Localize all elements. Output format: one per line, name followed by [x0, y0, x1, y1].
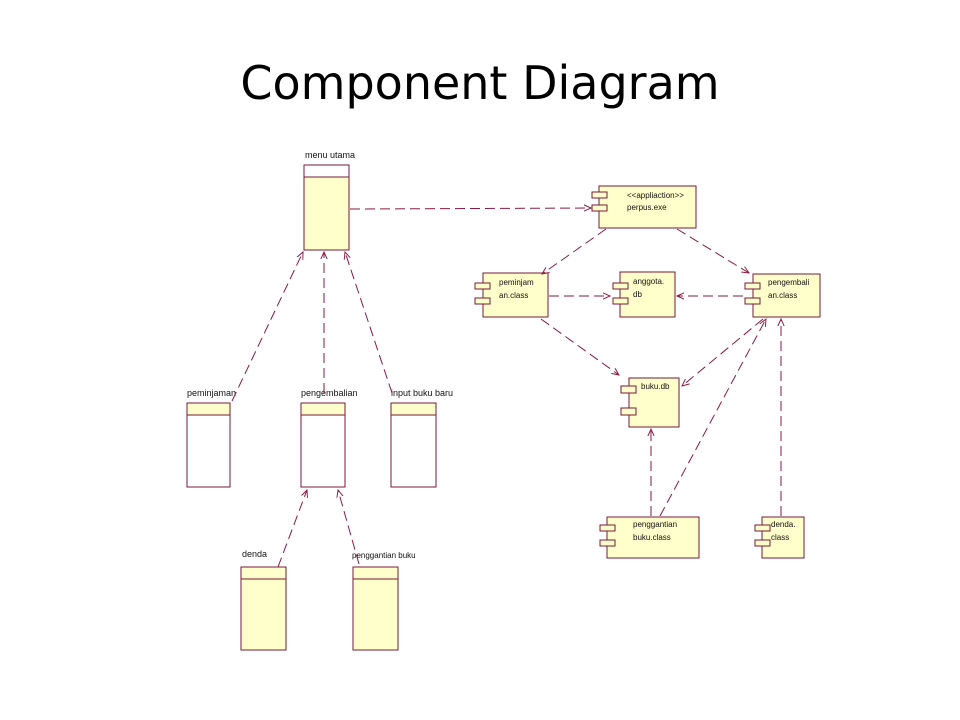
dep-peminjaman-buku — [540, 318, 619, 375]
anggota-db-component: anggota. db — [612, 271, 676, 318]
peminjaman-node: peminjaman — [186, 388, 236, 488]
dep-pengembalian-buku — [682, 318, 764, 386]
buku-db-component: buku.db — [620, 377, 680, 428]
dep-denda-pengembalian — [277, 490, 307, 568]
anggota-db-label-1: anggota. — [633, 277, 664, 286]
pengembalian-class-component: pengembali an.class — [744, 273, 821, 318]
denda-label: denda — [242, 549, 267, 559]
input-buku-baru-label: input buku baru — [391, 388, 453, 398]
denda-class-label-1: denda. — [771, 520, 795, 529]
buku-db-label: buku.db — [641, 382, 670, 391]
anggota-db-label-2: db — [633, 290, 642, 299]
dep-app-pengembalian — [676, 228, 749, 273]
pengembalian-class-label-1: pengembali — [768, 278, 810, 287]
pengembalian-node: pengembalian — [300, 388, 358, 488]
dep-app-peminjaman — [542, 228, 607, 274]
peminjaman-label: peminjaman — [187, 388, 236, 398]
application-label-1: <<appliaction>> — [627, 191, 684, 200]
pengembalian-label: pengembalian — [301, 388, 358, 398]
penggantian-buku-node: penggantian buku — [352, 551, 416, 651]
penggantian-class-component: penggantian buku.class — [599, 516, 700, 559]
dep-peminjaman-menu — [231, 252, 303, 402]
dep-penggantian-pengembalian-class — [659, 319, 766, 517]
denda-node: denda — [240, 549, 287, 651]
peminjaman-class-label-1: peminjam — [499, 278, 534, 287]
menu-utama-node: menu utama — [303, 150, 355, 251]
penggantian-buku-label: penggantian buku — [352, 551, 416, 560]
menu-utama-label: menu utama — [305, 150, 355, 160]
denda-class-label-2: class — [771, 533, 789, 542]
input-buku-baru-node: input buku baru — [390, 388, 453, 488]
penggantian-class-label-1: penggantian — [633, 520, 677, 529]
penggantian-class-label-2: buku.class — [633, 533, 671, 542]
peminjaman-class-component: peminjam an.class — [474, 272, 549, 318]
page-title: Component Diagram — [240, 56, 720, 110]
dep-input-menu — [345, 252, 393, 394]
peminjaman-class-label-2: an.class — [499, 291, 528, 300]
application-label-2: perpus.exe — [627, 203, 667, 212]
pengembalian-class-label-2: an.class — [768, 291, 797, 300]
application-component: <<appliaction>> perpus.exe — [591, 185, 697, 229]
dep-penggantian-pengembalian — [338, 490, 360, 565]
denda-class-component: denda. class — [754, 516, 805, 559]
dep-menu-application — [349, 208, 591, 209]
